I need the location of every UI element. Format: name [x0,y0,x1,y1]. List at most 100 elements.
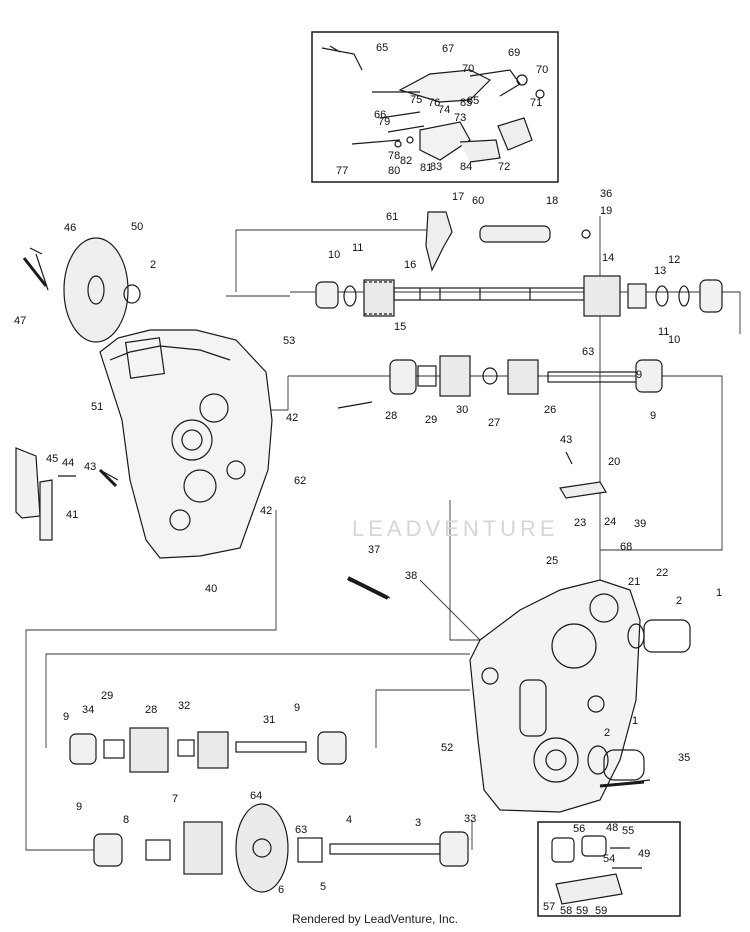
callout-20: 20 [608,456,620,468]
right-housing [347,579,691,813]
callout-9: 9 [650,410,656,422]
callout-1: 1 [716,587,722,599]
callout-59: 59 [595,905,607,917]
callout-21: 21 [628,576,640,588]
callout-26: 26 [544,404,556,416]
callout-14: 14 [602,252,614,264]
callout-82: 82 [400,155,412,167]
footer-caption: Rendered by LeadVenture, Inc. [291,912,459,926]
callout-13: 13 [654,265,666,277]
bottom-shaft-4 [93,803,469,893]
callout-9: 9 [63,711,69,723]
callout-32: 32 [178,700,190,712]
callout-47: 47 [14,315,26,327]
callout-2: 2 [604,727,610,739]
callout-59: 59 [576,905,588,917]
callout-17: 17 [452,191,464,203]
callout-63: 63 [295,824,307,836]
callout-40: 40 [205,583,217,595]
callout-28: 28 [385,410,397,422]
callout-66: 66 [374,109,386,121]
callout-76: 76 [428,97,440,109]
callout-52: 52 [441,742,453,754]
callout-19: 19 [600,205,612,217]
callout-61: 61 [386,211,398,223]
callout-42: 42 [286,412,298,424]
callout-79: 79 [378,116,390,128]
callout-73: 73 [454,112,466,124]
callout-6: 6 [278,884,284,896]
callout-71: 71 [530,97,542,109]
callout-83: 83 [430,161,442,173]
callout-36: 36 [600,188,612,200]
linkage-inset [311,31,559,183]
lower-shaft-31 [69,727,347,773]
callout-3: 3 [415,817,421,829]
middle-shaft-assembly [389,355,663,397]
callout-62: 62 [294,475,306,487]
callout-54: 54 [603,853,615,865]
callout-63: 63 [582,346,594,358]
callout-23: 23 [574,517,586,529]
callout-31: 31 [263,714,275,726]
callout-74: 74 [438,104,450,116]
callout-55: 55 [622,825,634,837]
callout-29: 29 [101,690,113,702]
callout-2: 2 [676,595,682,607]
left-housing-cover [99,329,273,559]
callout-11: 11 [352,242,363,254]
callout-12: 12 [668,254,680,266]
callout-9: 9 [294,702,300,714]
callout-51: 51 [91,401,103,413]
callout-43: 43 [560,434,572,446]
callout-10: 10 [668,334,680,346]
callout-29: 29 [425,414,437,426]
callout-67: 67 [442,43,454,55]
plates-44-45 [15,447,119,541]
callout-85: 85 [460,97,472,109]
upper-shaft-assembly [315,275,723,317]
callout-72: 72 [498,161,510,173]
callout-39: 39 [634,518,646,530]
callout-53: 53 [283,335,295,347]
detail-inset [537,821,681,917]
callout-15: 15 [394,321,406,333]
callout-22: 22 [656,567,668,579]
shift-fork-17-rail-18 [425,211,591,272]
callout-56: 56 [573,823,585,835]
callout-38: 38 [405,570,417,582]
callout-44: 44 [62,457,74,469]
callout-46: 46 [64,222,76,234]
callout-9: 9 [636,369,642,381]
watermark: LEADVENTURE [352,516,559,541]
callout-80: 80 [388,165,400,177]
callout-58: 58 [560,905,572,917]
callout-2: 2 [150,259,156,271]
callout-28: 28 [145,704,157,716]
callout-30: 30 [456,404,468,416]
callout-75: 75 [410,94,422,106]
bolts [22,257,645,788]
callout-68: 68 [620,541,632,553]
callout-43: 43 [84,461,96,473]
callout-78: 78 [388,150,400,162]
callout-60: 60 [472,195,484,207]
callout-65: 65 [467,95,479,107]
pulley-50 [29,237,141,343]
callout-18: 18 [546,195,558,207]
callout-65: 65 [376,42,388,54]
callout-64: 64 [250,790,262,802]
callout-33: 33 [464,813,476,825]
callout-1: 1 [632,715,638,727]
callout-84: 84 [460,161,472,173]
callout-25: 25 [546,555,558,567]
callout-70: 70 [536,64,548,76]
callout-10: 10 [328,249,340,261]
callout-24: 24 [604,516,616,528]
callout-77: 77 [336,165,348,177]
small-parts [337,401,607,499]
callout-11: 11 [658,326,669,338]
callout-81: 81 [420,162,432,174]
